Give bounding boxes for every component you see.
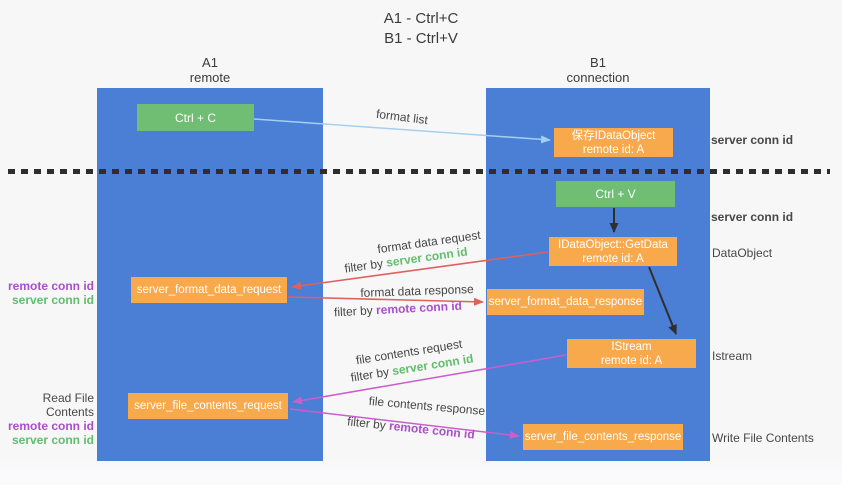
node-server-file-contents-response-label: server_file_contents_response <box>524 431 682 443</box>
edge-label-format-data-response: format data response <box>360 282 474 300</box>
node-ctrl-c: Ctrl + C <box>137 104 254 131</box>
node-ctrl-c-label: Ctrl + C <box>174 110 216 125</box>
edge-label-filter-by-remote-conn-id-1: filter by remote conn id <box>334 299 463 320</box>
node-server-file-contents-request: server_file_contents_request <box>128 393 288 419</box>
node-ctrl-v-label: Ctrl + V <box>595 187 636 201</box>
left-conn-id-group-1: remote conn id server conn id <box>0 279 94 307</box>
edge-label-file-contents-response: file contents response <box>368 393 486 419</box>
remote-conn-id-text: remote conn id <box>388 418 476 442</box>
side-label-server-conn-id-top: server conn id <box>711 133 794 147</box>
side-label-server-conn-id-mid: server conn id <box>711 210 794 224</box>
lane-b1-header: B1 connection <box>486 55 710 85</box>
side-label-server-conn-id-2: server conn id <box>11 433 94 447</box>
remote-conn-id-text: remote conn id <box>375 298 463 318</box>
node-idataobject-getdata-line2: remote id: A <box>582 252 644 265</box>
node-istream-line2: remote id: A <box>600 354 663 367</box>
side-label-server-conn-id-1: server conn id <box>11 293 94 307</box>
title-line-1: A1 - Ctrl+C <box>383 10 459 27</box>
side-label-istream: Istream <box>712 349 753 363</box>
node-idataobject-getdata-line1: IDataObject::GetData <box>558 238 668 251</box>
side-label-dataobject: DataObject <box>712 246 773 260</box>
node-server-format-data-request: server_format_data_request <box>131 277 287 303</box>
node-save-idataobject-line1: 保存IDataObject <box>571 129 656 142</box>
node-istream: IStream remote id: A <box>567 339 696 368</box>
lane-a1-header: A1 remote <box>97 55 323 85</box>
left-read-file-group: Read File Contents remote conn id server… <box>0 391 94 447</box>
diagram-title: A1 - Ctrl+C B1 - Ctrl+V <box>0 9 842 49</box>
lane-b1-name: B1 <box>590 55 606 70</box>
node-server-format-data-response-label: server_format_data_response <box>488 296 643 308</box>
node-save-idataobject: 保存IDataObject remote id: A <box>554 128 673 157</box>
node-server-format-data-request-label: server_format_data_request <box>136 284 282 296</box>
edge-label-filter-by-remote-conn-id-2: filter by remote conn id <box>347 414 476 441</box>
node-server-file-contents-response: server_file_contents_response <box>523 424 683 450</box>
side-label-read-file-contents: Read File Contents <box>42 391 94 419</box>
edge-label-format-list: format list <box>375 106 429 128</box>
node-ctrl-v: Ctrl + V <box>556 181 675 207</box>
node-idataobject-getdata: IDataObject::GetData remote id: A <box>549 237 677 266</box>
dotted-divider-line <box>8 169 830 174</box>
filter-by-text: filter by <box>333 303 377 320</box>
side-label-write-file-contents: Write File Contents <box>712 431 814 445</box>
side-label-remote-conn-id-1: remote conn id <box>7 279 94 293</box>
node-save-idataobject-line2: remote id: A <box>582 143 645 156</box>
title-line-2: B1 - Ctrl+V <box>384 30 458 47</box>
lane-a1-name: A1 <box>202 55 218 70</box>
filter-by-text: filter by <box>346 414 390 433</box>
lane-b1-subtitle: connection <box>566 70 630 85</box>
side-label-remote-conn-id-2: remote conn id <box>7 419 94 433</box>
node-istream-line1: IStream <box>611 340 652 353</box>
node-server-format-data-response: server_format_data_response <box>487 289 644 315</box>
lane-a1-subtitle: remote <box>189 70 231 85</box>
node-server-file-contents-request-label: server_file_contents_request <box>134 400 282 412</box>
filter-by-text: filter by <box>343 255 388 276</box>
